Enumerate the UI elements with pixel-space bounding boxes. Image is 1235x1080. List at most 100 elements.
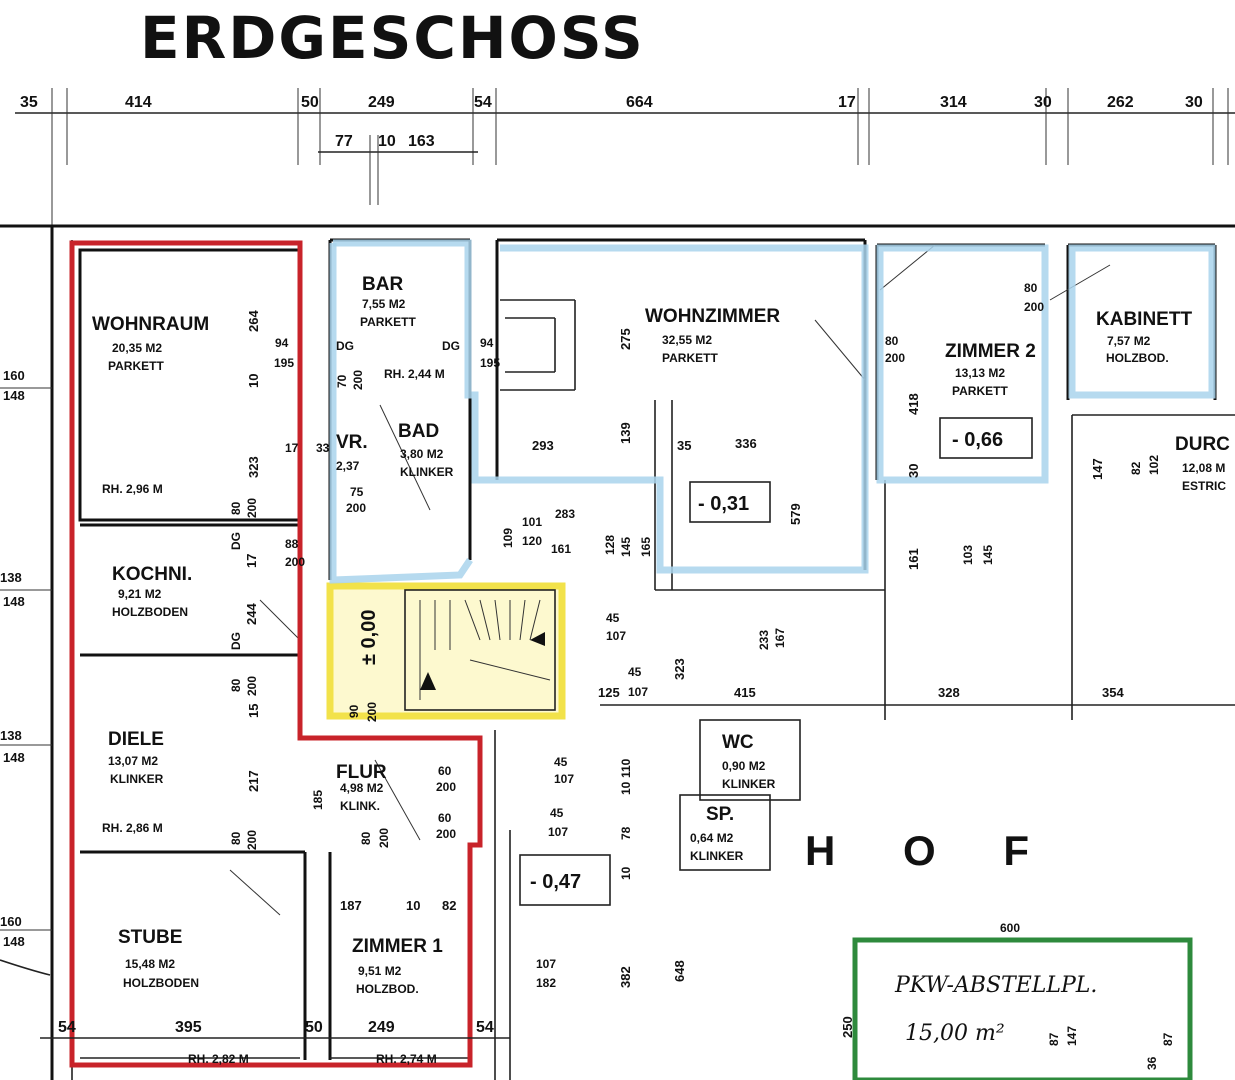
dimension-label: 244 [244,603,259,625]
dimension-label: 128 [603,535,617,555]
dimension-label: 200 [245,676,259,696]
room-area: 3,80 M2 [400,447,444,461]
room-floor: HOLZBODEN [112,605,188,619]
dim-bottom-395: 395 [175,1019,202,1036]
dim-left-148a: 148 [3,388,25,403]
room-area: 13,13 M2 [955,366,1005,380]
room-flur: FLUR 4,98 M2 KLINK. [336,762,387,813]
room-wohnraum: WOHNRAUM 20,35 M2 PARKETT RH. 2,96 M [92,314,209,496]
dimension-label: 354 [1102,685,1124,700]
room-height: RH. 2,96 M [102,482,163,496]
room-area: 9,51 M2 [358,964,402,978]
dim-bottom-54a: 54 [58,1019,76,1036]
room-bar: BAR 7,55 M2 PARKETT RH. 2,44 M [360,274,445,381]
dim-bottom-50: 50 [305,1019,323,1036]
room-area: 7,55 M2 [362,297,406,311]
dimension-label: 80 [885,334,899,348]
dim-top-30a: 30 [1034,94,1052,111]
dimension-label: 33 [316,441,330,455]
room-name: VR. [336,432,368,453]
room-name: ZIMMER 1 [352,936,443,957]
room-area: 0,90 M2 [722,759,766,773]
dim-left-148d: 148 [3,934,25,949]
dimension-label: 323 [246,456,261,478]
room-floor: KLINKER [690,849,744,863]
dimension-label: 60 [438,764,452,778]
dimension-label: 10 [406,898,420,913]
room-floor: HOLZBODEN [123,976,199,990]
room-height: RH. 2,74 M [376,1052,437,1066]
room-area: 0,64 M2 [690,831,734,845]
dimension-label: 200 [377,828,391,848]
inner-dimensions: 264 10 323 94 195 DG DG 94 195 17 33 70 … [229,281,1175,1070]
dimension-label: 80 [229,831,243,845]
dimension-label: 200 [285,555,305,569]
room-name: SP. [706,804,734,825]
dimension-label: 418 [906,393,921,415]
room-floor: ESTRIC [1182,479,1226,493]
room-height: RH. 2,44 M [384,367,445,381]
room-kochni: KOCHNI. 9,21 M2 HOLZBODEN [112,564,192,619]
room-name: BAD [398,421,439,442]
room-durch: DURC 12,08 M ESTRIC [1175,434,1230,493]
staircase: ± 0,00 [326,582,566,720]
room-stube: STUBE 15,48 M2 HOLZBODEN RH. 2,82 M [118,927,249,1066]
dimension-label: 75 [350,485,364,499]
dimension-label: 200 [351,370,365,390]
apartment-outline-red [69,240,483,1068]
parking-name: PKW-ABSTELLPL. [894,973,1097,998]
room-area: 13,07 M2 [108,754,158,768]
dimension-label: 107 [554,772,574,786]
room-floor: KLINK. [340,799,380,813]
dimension-label: 147 [1090,458,1105,480]
dimension-label: 167 [773,628,787,648]
parking-width-note: 600 [1000,921,1020,935]
room-area: 12,08 M [1182,461,1225,475]
room-name: DURC [1175,434,1230,455]
dimension-label: 82 [442,898,456,913]
dimension-label: DG [229,632,243,650]
dimension-label: 110 [619,758,633,778]
top-dimension-chain: 35 414 50 249 54 664 17 314 30 262 30 [15,88,1235,230]
left-dimensions: 160 148 138 148 138 148 160 148 [0,368,52,976]
dim-top2-10: 10 [378,133,396,150]
dimension-label: 328 [938,685,960,700]
room-name: KABINETT [1096,309,1192,330]
room-kabinett: KABINETT 7,57 M2 HOLZBOD. [1096,309,1192,365]
dimension-label: 107 [536,957,556,971]
dim-left-138a: 138 [0,570,22,585]
dimension-label: 10 [619,866,633,880]
dimension-label: 90 [347,704,361,718]
dimension-label: 187 [340,898,362,913]
dimension-label: 80 [359,831,373,845]
room-name: ZIMMER 2 [945,341,1036,362]
dimension-label: 80 [229,501,243,515]
dimension-label: 87 [1161,1032,1175,1046]
dimension-label: 45 [628,665,642,679]
dim-top-664: 664 [626,94,653,111]
interior-walls [78,238,1235,1080]
dimension-label: 10 [619,781,633,795]
dim-top-30b: 30 [1185,94,1203,111]
dimension-label: 415 [734,685,756,700]
dimension-label: 161 [551,542,571,556]
room-floor: PARKETT [360,315,416,329]
dimension-label: 107 [606,629,626,643]
dim-top-50: 50 [301,94,319,111]
room-height: RH. 2,86 M [102,821,163,835]
dimension-label: 30 [906,464,921,478]
dimension-label: 35 [677,438,691,453]
top-dimension-chain-2: 77 10 163 [318,133,478,205]
dimension-label: 579 [788,503,803,525]
room-area: 15,48 M2 [125,957,175,971]
dimension-label: 382 [618,966,633,988]
dimension-label: 125 [598,685,620,700]
dimension-label: 82 [1129,461,1143,475]
room-floor: PARKETT [108,359,164,373]
room-height: RH. 2,82 M [188,1052,249,1066]
room-area: 20,35 M2 [112,341,162,355]
dim-top-414: 414 [125,94,152,111]
dimension-label: 336 [735,436,757,451]
room-zimmer1: ZIMMER 1 9,51 M2 HOLZBOD. RH. 2,74 M [352,936,443,1066]
